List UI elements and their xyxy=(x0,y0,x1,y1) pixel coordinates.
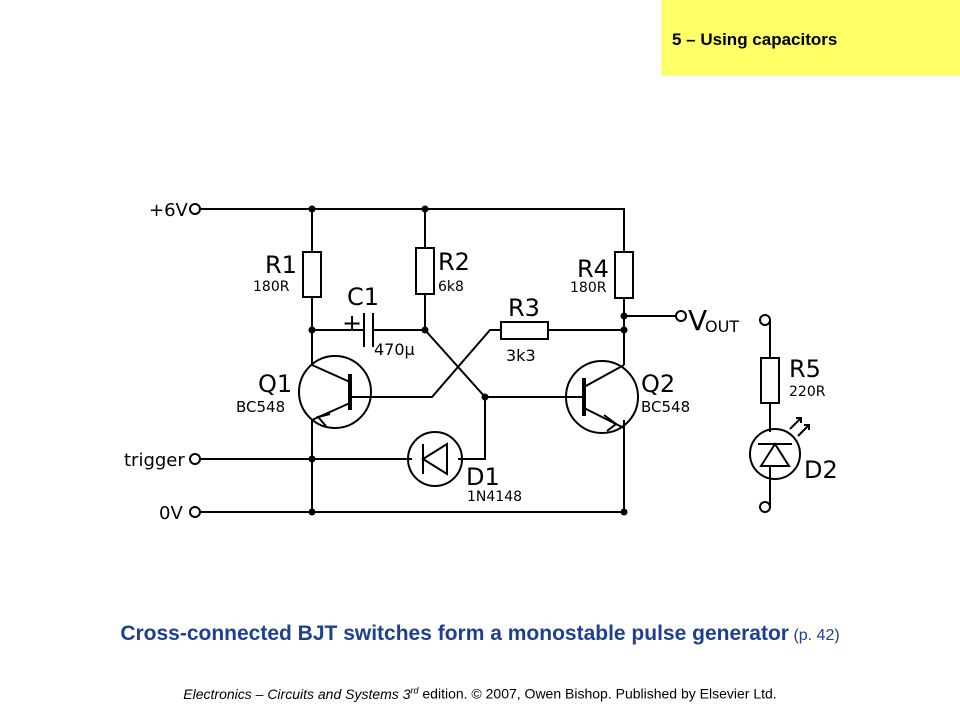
d1-value: 1N4148 xyxy=(467,489,522,505)
d1-ref: D1 xyxy=(466,463,500,491)
footer-sup: rd xyxy=(410,685,419,695)
resistor-r4 xyxy=(614,251,634,299)
r3-ref: R3 xyxy=(508,294,540,322)
supply-terminal xyxy=(189,203,201,215)
led-bottom-terminal xyxy=(759,501,771,513)
r1-ref: R1 xyxy=(265,251,297,279)
led-d2 xyxy=(749,417,810,480)
circuit-schematic: +6V trigger 0V V OUT R1 180R R2 6k8 R3 3… xyxy=(124,200,838,524)
led-top-terminal xyxy=(759,314,771,326)
caption-main: Cross-connected BJT switches form a mono… xyxy=(120,622,789,645)
wires xyxy=(200,208,771,513)
ground-label: 0V xyxy=(159,503,183,524)
footer-pre: Electronics – Circuits and Systems 3 xyxy=(183,685,411,702)
q1-ref: Q1 xyxy=(258,370,292,398)
resistor-r2 xyxy=(415,247,435,295)
resistor-r3 xyxy=(500,321,549,340)
r1-value: 180R xyxy=(253,279,290,295)
trigger-label: trigger xyxy=(124,450,185,471)
transistor-q1 xyxy=(298,355,372,429)
figure-caption: Cross-connected BJT switches form a mono… xyxy=(0,622,960,646)
footer-citation: Electronics – Circuits and Systems 3rd e… xyxy=(0,685,960,702)
section-tag: 5 – Using capacitors xyxy=(661,0,960,76)
r4-ref: R4 xyxy=(577,255,609,283)
resistor-r1 xyxy=(302,251,322,298)
caption-page: (p. 42) xyxy=(793,627,840,644)
d2-ref: D2 xyxy=(804,456,838,484)
r5-value: 220R xyxy=(789,384,826,400)
section-label: 5 – Using capacitors xyxy=(672,30,838,49)
capacitor-c1 xyxy=(363,313,374,347)
resistor-r5 xyxy=(760,357,780,404)
transistor-q2 xyxy=(565,360,639,434)
q1-value: BC548 xyxy=(236,398,285,416)
output-subscript: OUT xyxy=(705,317,739,336)
output-terminal xyxy=(675,310,687,322)
ground-terminal xyxy=(189,506,201,518)
output-label: V xyxy=(688,304,707,337)
r5-ref: R5 xyxy=(789,355,821,383)
c1-polarity: + xyxy=(342,309,362,337)
diode-d1 xyxy=(407,431,463,487)
footer-post: edition. © 2007, Owen Bishop. Published … xyxy=(418,685,777,702)
r4-value: 180R xyxy=(570,280,607,296)
r3-value: 3k3 xyxy=(506,346,536,365)
supply-label: +6V xyxy=(149,200,189,221)
q2-ref: Q2 xyxy=(641,370,675,398)
q2-value: BC548 xyxy=(641,398,690,416)
c1-ref: C1 xyxy=(347,283,379,311)
r2-ref: R2 xyxy=(438,248,470,276)
c1-value: 470µ xyxy=(374,340,415,359)
r2-value: 6k8 xyxy=(438,279,464,295)
trigger-terminal xyxy=(189,453,201,465)
